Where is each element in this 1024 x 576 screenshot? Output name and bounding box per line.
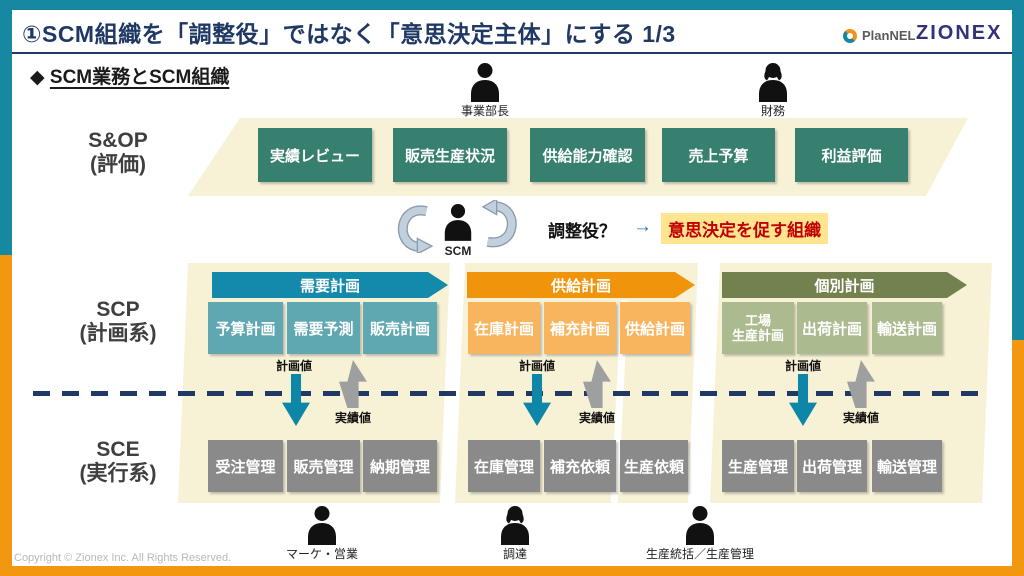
plannel-logo-icon [843, 28, 857, 43]
actor-label: 生産統括／生産管理 [645, 547, 754, 561]
section-heading-text: SCM業務とSCM組織 [49, 67, 230, 88]
scp-box: 出荷計画 [797, 302, 867, 354]
sop-box: 売上予算 [662, 128, 775, 182]
scp-box: 供給計画 [620, 302, 690, 354]
sce-box: 納期管理 [363, 440, 437, 492]
zionex-logo: ZIONEX [916, 22, 1003, 44]
marketing-sales-person-icon [304, 505, 340, 545]
scp-box: 予算計画 [208, 302, 283, 354]
scp-box: 輸送計画 [872, 302, 942, 354]
finance-person-icon [755, 62, 791, 102]
plan-value-label: 計画値 [275, 359, 312, 373]
scp-row-label: SCP (計画系) [79, 298, 157, 345]
actor-label: マーケ・営業 [285, 547, 358, 561]
sce-box: 生産依頼 [620, 440, 688, 492]
actual-value-label: 実績値 [578, 411, 615, 425]
decision-organization-highlight: 意思決定を促す組織 [661, 213, 828, 244]
plan-execute-divider [33, 391, 988, 396]
sce-box: 輸送管理 [872, 440, 942, 492]
right-arrow-icon: → [633, 216, 652, 237]
scp-box: 需要予測 [287, 302, 360, 354]
banner-individual-plan: 個別計画 [722, 272, 967, 298]
actor-label: 調達 [502, 547, 527, 561]
sce-box: 在庫管理 [468, 440, 540, 492]
sop-box: 販売生産状況 [393, 128, 507, 182]
plan-value-label: 計画値 [518, 359, 555, 373]
sop-row-label: S&OP (評価) [88, 129, 148, 176]
coordinator-question: 調整役？ [548, 222, 616, 241]
sop-box: 利益評価 [795, 128, 908, 182]
sce-box: 生産管理 [722, 440, 794, 492]
banner-demand-plan: 需要計画 [212, 272, 448, 298]
frame-top [0, 0, 1024, 10]
plannel-logo: PlanNEL [843, 28, 915, 43]
scm-person-icon [441, 202, 475, 242]
diamond-bullet-icon: ◆ [30, 67, 45, 88]
banner-supply-plan: 供給計画 [467, 272, 695, 298]
page-title: ①SCM組織を「調整役」ではなく「意思決定主体」にする 1/3 [22, 21, 676, 47]
header-divider [12, 52, 1012, 54]
scp-box: 補充計画 [544, 302, 616, 354]
section-heading: ◆ SCM業務とSCM組織 [30, 62, 229, 89]
production-control-person-icon [682, 505, 718, 545]
cycle-arrow-left-icon [397, 205, 434, 253]
sce-box: 販売管理 [287, 440, 360, 492]
business-division-manager-icon [467, 62, 503, 102]
frame-bottom [0, 566, 1024, 576]
sce-box: 補充依頼 [544, 440, 616, 492]
plannel-logo-text: PlanNEL [862, 28, 916, 43]
actor-label: 財務 [760, 104, 785, 118]
sce-row-label: SCE (実行系) [79, 438, 157, 485]
cycle-arrow-right-icon [481, 200, 517, 248]
sop-box: 実績レビュー [258, 128, 372, 182]
sce-box: 出荷管理 [797, 440, 867, 492]
plan-value-label: 計画値 [784, 359, 821, 373]
sop-box: 供給能力確認 [530, 128, 645, 182]
scm-label: SCM [444, 244, 472, 258]
actor-label: 事業部長 [460, 104, 509, 118]
scp-box: 工場 生産計画 [722, 302, 794, 354]
actual-value-label: 実績値 [334, 411, 371, 425]
frame-left-orange [0, 255, 12, 566]
procurement-person-icon [497, 505, 533, 545]
frame-right-teal [1012, 10, 1024, 340]
copyright-text: Copyright © Zionex Inc. All Rights Reser… [14, 552, 232, 564]
scp-box: 在庫計画 [468, 302, 540, 354]
scp-box: 販売計画 [363, 302, 437, 354]
actual-value-label: 実績値 [842, 411, 879, 425]
sce-box: 受注管理 [208, 440, 283, 492]
frame-right-orange [1012, 340, 1024, 566]
frame-left-teal [0, 10, 12, 255]
